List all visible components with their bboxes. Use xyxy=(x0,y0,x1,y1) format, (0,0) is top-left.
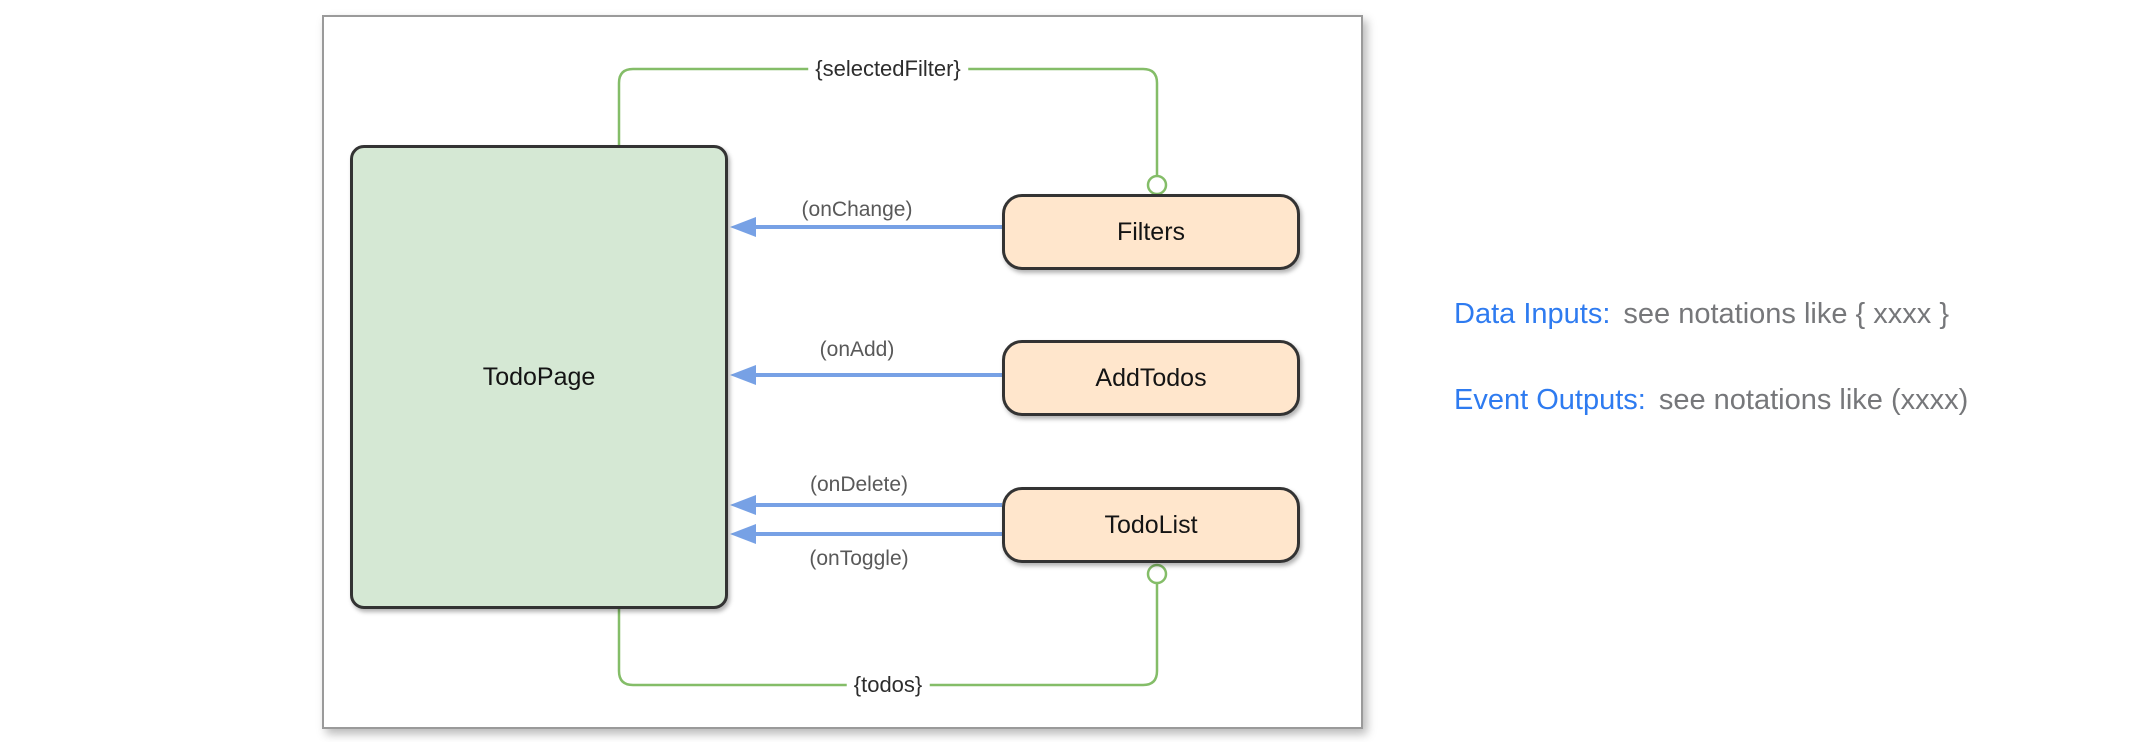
node-todopage: TodoPage xyxy=(350,145,728,609)
node-addtodos: AddTodos xyxy=(1002,340,1300,416)
edge-label-todos: {todos} xyxy=(846,672,930,698)
edge-label-ontoggle: (onToggle) xyxy=(809,547,909,570)
edge-onchange-arrowhead xyxy=(730,217,756,237)
edge-label-selectedfilter: {selectedFilter} xyxy=(808,56,968,82)
node-todolist: TodoList xyxy=(1002,487,1300,563)
edge-label-onchange: (onChange) xyxy=(801,198,913,221)
legend-data-inputs-text: see notations like { xxxx } xyxy=(1623,298,1950,330)
edge-ontoggle-arrowhead xyxy=(730,524,756,544)
edge-label-ondelete: (onDelete) xyxy=(809,473,909,496)
legend: Data Inputs:see notations like { xxxx } … xyxy=(1454,296,1968,419)
legend-event-outputs: Event Outputs: see notations like (xxxx) xyxy=(1454,382,1968,419)
node-todopage-label: TodoPage xyxy=(482,362,596,391)
node-filters: Filters xyxy=(1002,194,1300,270)
edge-selectedfilter-port-circle xyxy=(1146,174,1168,196)
edge-todos-port-circle xyxy=(1146,563,1168,585)
node-todolist-label: TodoList xyxy=(1104,510,1198,539)
legend-event-outputs-text: see notations like (xxxx) xyxy=(1658,384,1969,416)
connector-layer xyxy=(617,67,1168,687)
edge-label-onadd: (onAdd) xyxy=(819,338,895,361)
edge-onadd-arrowhead xyxy=(730,365,756,385)
diagram-panel: TodoPage Filters AddTodos TodoList {sele… xyxy=(322,15,1363,729)
node-filters-label: Filters xyxy=(1116,217,1186,246)
node-addtodos-label: AddTodos xyxy=(1095,363,1207,392)
legend-data-inputs: Data Inputs: see notations like { xxxx } xyxy=(1454,296,1968,333)
legend-event-outputs-label: Event Outputs: xyxy=(1454,384,1646,416)
edge-ondelete-arrowhead xyxy=(730,495,756,515)
legend-data-inputs-label: Data Inputs: xyxy=(1454,298,1611,330)
